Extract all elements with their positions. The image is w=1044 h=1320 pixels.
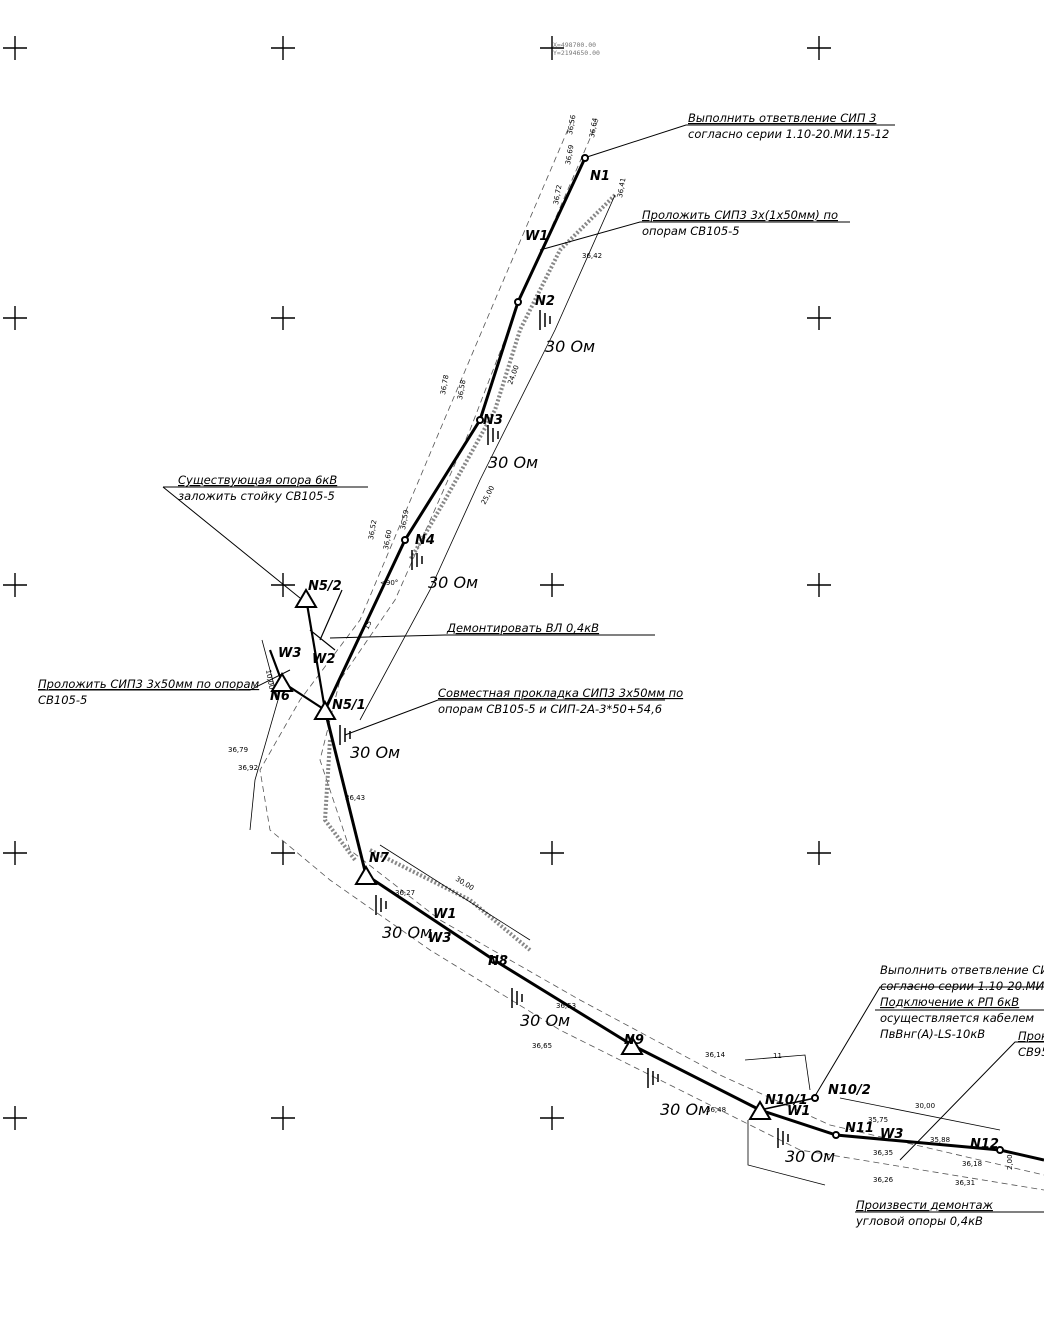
note-existing-pole-line1: Существующая опора 6кВ <box>178 473 337 487</box>
elevation: 36,58 <box>456 379 467 400</box>
resistance-label: 30 Ом <box>428 573 478 592</box>
resistance-label: 30 Ом <box>520 1011 570 1030</box>
line-label-w2: W2 <box>312 652 335 667</box>
elevation: 36,41 <box>616 177 627 198</box>
support-label-n11: N11 <box>845 1121 874 1136</box>
elevation: 36,53 <box>556 1002 576 1010</box>
note-dismantle-vl: Демонтировать ВЛ 0,4кВ <box>446 621 599 635</box>
grid-crosses <box>3 36 831 1130</box>
line-label-w3: W3 <box>880 1127 903 1142</box>
dim-10: 10,00 <box>264 669 275 690</box>
note-lay-sip-left-line2: СВ105-5 <box>38 693 87 707</box>
dim-30: 30,00 <box>454 875 475 892</box>
note-lay-right-line1: Прок <box>1018 1029 1044 1043</box>
note-dismantle-corner-line1: Произвести демонтаж <box>856 1198 994 1212</box>
support-label-n7: N7 <box>369 851 390 866</box>
support-label-n4: N4 <box>415 533 435 548</box>
elevation: 36,52 <box>367 519 378 540</box>
support-label-n3: N3 <box>483 413 503 428</box>
annotation-notes: Выполнить ответвление СИП 3 согласно сер… <box>38 111 1044 1228</box>
support-label-n9: N9 <box>624 1033 644 1048</box>
support-label-n2: N2 <box>535 294 555 309</box>
elevation: 36,69 <box>564 144 575 165</box>
elevation: 36,56 <box>566 114 577 136</box>
note-branch-n1-line1: Выполнить ответвление СИП 3 <box>688 111 876 125</box>
support-label-n5-2: N5/2 <box>308 579 342 594</box>
note-dismantle-corner-line2: угловой опоры 0,4кВ <box>855 1214 983 1228</box>
line-label-w1: W1 <box>525 229 548 244</box>
elevation: 36,60 <box>382 529 393 550</box>
dim-25: 25,00 <box>480 484 496 505</box>
support-label-n12: N12 <box>970 1137 999 1152</box>
note-lay-sip-left-line1: Проложить СИП3 3х50мм по опорам <box>38 677 259 691</box>
support-label-n10-1: N10/1 <box>765 1093 808 1108</box>
elevation: 36,27 <box>395 889 415 897</box>
grounding-resistance-labels: 30 Ом 30 Ом 30 Ом 30 Ом 30 Ом 30 Ом 30 О… <box>350 337 835 1166</box>
note-branch-n10-line1: Выполнить ответвление СИП <box>880 963 1044 977</box>
note-branch-n10-line3: Подключение к РП 6кВ <box>880 995 1019 1009</box>
resistance-label: 30 Ом <box>660 1100 710 1119</box>
elevation: 35,88 <box>930 1136 950 1144</box>
elevation: 36,92 <box>238 764 258 772</box>
slope-hatching <box>322 193 617 952</box>
dimension-lines <box>249 194 1001 1186</box>
note-joint-laying-line1: Совместная прокладка СИП3 3х50мм по <box>438 686 683 700</box>
elevation: 36,42 <box>582 252 602 260</box>
elevation: 36,14 <box>705 1051 726 1059</box>
leader-lines <box>38 124 1044 1213</box>
dim-11: 11 <box>773 1052 782 1060</box>
elevation: 36,18 <box>962 1160 982 1168</box>
note-existing-pole-line2: заложить стойку СВ105-5 <box>178 489 335 503</box>
note-lay-sip-line1: Проложить СИП3 3х(1х50мм) по <box>642 208 838 222</box>
support-symbols <box>270 154 1004 1154</box>
line-label-w3: W3 <box>428 931 451 946</box>
elevation: 36,31 <box>955 1179 975 1187</box>
elevation: 36,43 <box>345 794 365 802</box>
resistance-label: 30 Ом <box>350 743 400 762</box>
coord-y: Y=2194650.00 <box>553 49 600 57</box>
resistance-label: 30 Ом <box>785 1147 835 1166</box>
support-label-n6: N6 <box>270 689 290 704</box>
dim-30: 30,00 <box>915 1102 935 1110</box>
elevation: 36,48 <box>706 1106 726 1114</box>
elevation: 36,78 <box>439 374 450 395</box>
note-joint-laying-line2: опорам СВ105-5 и СИП-2А-3*50+54,6 <box>438 702 662 716</box>
note-branch-n1-line2: согласно серии 1.10-20.МИ.15-12 <box>688 127 889 141</box>
line-label-w3: W3 <box>278 646 301 661</box>
line-label-w1: W1 <box>787 1104 810 1119</box>
elevation: 36,35 <box>873 1149 893 1157</box>
elevation: 36,59 <box>399 509 410 530</box>
line-label-w1: W1 <box>433 907 456 922</box>
resistance-label: 30 Ом <box>382 923 432 942</box>
elevation: 36,64 <box>588 117 599 139</box>
coord-x: X=498700.00 <box>553 41 596 49</box>
support-label-n10-2: N10/2 <box>828 1083 871 1098</box>
grounding-icons <box>339 310 789 1148</box>
line-labels: W1 W3 W2 W1 W3 W1 W3 <box>278 229 903 1142</box>
power-line-route <box>268 157 1044 1162</box>
resistance-label: 30 Ом <box>545 337 595 356</box>
note-branch-n10-line4: осуществляется кабелем <box>880 1011 1034 1025</box>
support-label-n1: N1 <box>590 169 610 184</box>
resistance-label: 30 Ом <box>488 453 538 472</box>
support-label-n5-1: N5/1 <box>332 698 366 713</box>
dim-2: 2,00 <box>1006 1154 1014 1170</box>
road-edges <box>259 119 1044 1191</box>
elevation-marks: 36,56 36,64 36,69 36,72 36,41 36,42 36,7… <box>228 114 982 1187</box>
note-branch-n10-line2: согласно серии 1.10-20.МИ.15- <box>880 979 1044 993</box>
angle-label: <90° <box>380 579 398 587</box>
elevation: 36,79 <box>228 746 248 754</box>
elevation: 36,72 <box>552 184 563 205</box>
note-lay-right-line2: СВ95 <box>1018 1045 1044 1059</box>
note-branch-n10-line5: ПвВнг(А)-LS-10кВ <box>880 1027 985 1041</box>
support-labels: N1 N2 N3 N4 N5/2 N5/1 N6 N7 N8 N9 N10/1 … <box>270 169 999 1152</box>
elevation: 35,75 <box>868 1116 888 1124</box>
elevation: 36,26 <box>873 1176 894 1184</box>
dim-24: 24,00 <box>506 364 520 386</box>
support-label-n8: N8 <box>488 954 508 969</box>
dim-15: 15 <box>363 619 374 630</box>
elevation: 36,65 <box>532 1042 552 1050</box>
note-lay-sip-line2: опорам СВ105-5 <box>642 224 740 238</box>
